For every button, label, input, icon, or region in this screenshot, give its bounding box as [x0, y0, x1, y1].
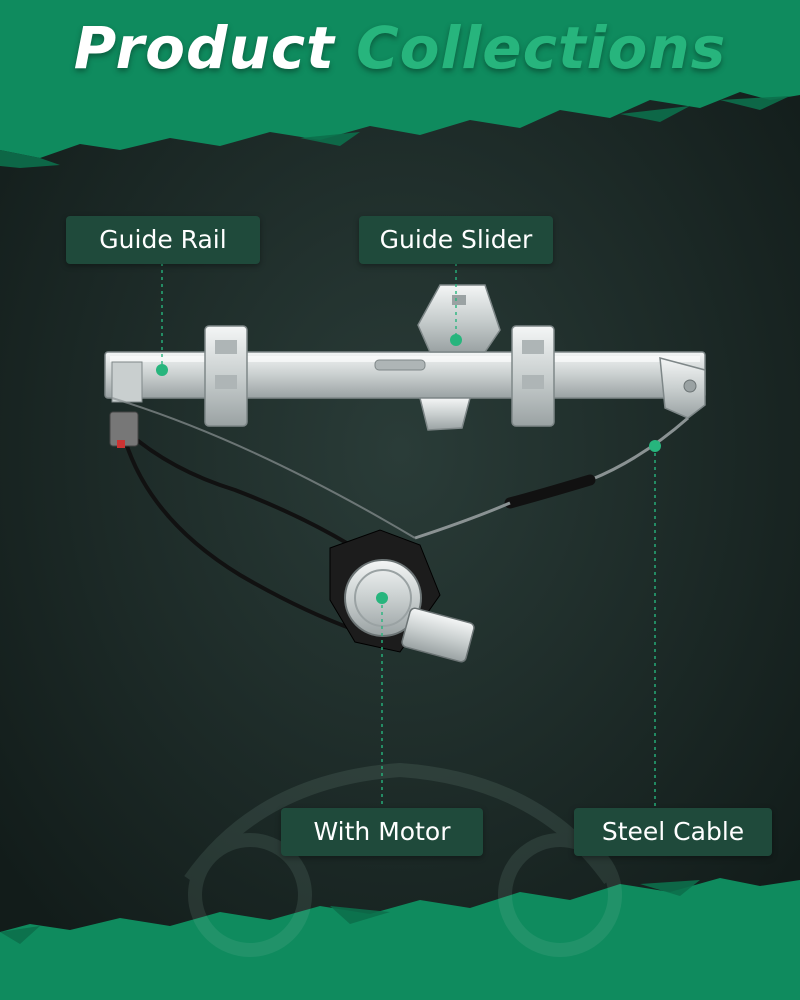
label-with-motor: With Motor [281, 808, 483, 856]
leader-lines [161, 263, 656, 808]
top-brush-stroke [0, 0, 800, 158]
title-word-collections: Collections [356, 14, 727, 82]
page-title: Product Collections [0, 14, 800, 82]
wire-harness [123, 428, 356, 632]
car-watermark [184, 762, 622, 957]
hotspot-dot-guide-slider [450, 334, 462, 346]
guide-rail [104, 351, 706, 419]
rail-bracket-left [204, 325, 248, 427]
bottom-brush-texture [0, 880, 700, 944]
label-guide-slider: Guide Slider [359, 216, 553, 264]
label-guide-rail: Guide Rail [66, 216, 260, 264]
steel-cable [111, 397, 689, 540]
title-word-product: Product [73, 14, 335, 82]
hotspot-dot-steel-cable [649, 440, 661, 452]
hotspot-dot-guide-rail [156, 364, 168, 376]
hotspot-dot-motor [376, 592, 388, 604]
bottom-brush-stroke [0, 878, 800, 1000]
rail-bracket-right [511, 325, 555, 427]
guide-slider-plate [417, 284, 501, 431]
label-steel-cable: Steel Cable [574, 808, 772, 856]
